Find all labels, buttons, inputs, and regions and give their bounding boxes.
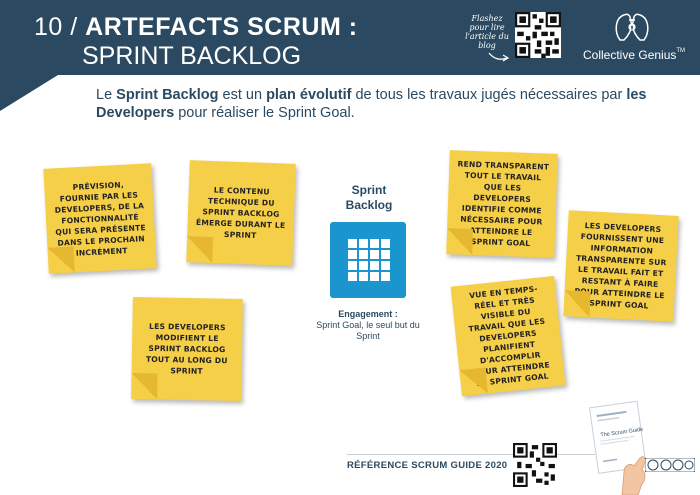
note-fold xyxy=(459,367,488,397)
sticky-note-contenu-technique: Le contenu technique du Sprint Backlog é… xyxy=(186,160,296,266)
sprint-backlog-title-line1: Sprint xyxy=(351,183,387,197)
grid-icon xyxy=(348,239,390,281)
brand-name: Collective GeniusTM xyxy=(583,48,685,62)
intro-paragraph: Le Sprint Backlog est un plan évolutif d… xyxy=(96,86,656,122)
footer-divider xyxy=(347,454,595,455)
intro-text: pour réaliser le Sprint Goal. xyxy=(174,105,355,121)
note-fold xyxy=(186,236,214,264)
note-fold xyxy=(47,246,75,274)
sticky-note-prevision: Prévision, fournie par les Developers, d… xyxy=(43,163,157,274)
blog-qr-code[interactable] xyxy=(515,12,561,58)
sprint-backlog-tile xyxy=(330,222,406,298)
commitment-label: Engagement : xyxy=(338,309,398,319)
scrum-guide-qr-code[interactable] xyxy=(513,443,557,487)
sprint-backlog-title-line2: Backlog xyxy=(345,198,393,212)
scrum-guide-booklet-illustration: The Scrum Guide xyxy=(588,400,647,495)
intro-bold-plan: plan évolutif xyxy=(266,87,352,103)
creative-commons-license-icon xyxy=(645,458,695,472)
note-fold xyxy=(563,290,591,318)
title-artefacts: ARTEFACTS SCRUM : xyxy=(85,13,358,41)
trademark: TM xyxy=(676,48,686,54)
sticky-note-transparent: Rend transparent tout le travail que les… xyxy=(446,150,558,258)
note-fold xyxy=(131,373,158,400)
brand-label: Collective Genius xyxy=(583,48,677,62)
section-number: 10 / xyxy=(34,13,78,41)
arrow-icon xyxy=(488,52,510,62)
qr-code-icon xyxy=(513,443,557,487)
intro-text: est un xyxy=(218,87,267,103)
page-title-line2: SPRINT BACKLOG xyxy=(82,42,302,70)
intro-text: de tous les travaux jugés nécessaires pa… xyxy=(351,87,627,103)
intro-text: Le xyxy=(96,87,117,103)
sticky-note-modifient: Les Developers modifient le Sprint Backl… xyxy=(131,297,243,401)
sticky-note-information: Les Developers fournissent une informati… xyxy=(563,210,679,322)
scrum-guide-title: The Scrum Guide xyxy=(600,427,644,439)
intro-bold-sprint-backlog: Sprint Backlog xyxy=(116,87,219,103)
sprint-backlog-title: Sprint Backlog xyxy=(322,183,416,213)
flash-qr-text: Flashez pour lire l'article du blog xyxy=(465,14,509,50)
sticky-note-text: Le contenu technique du Sprint Backlog é… xyxy=(195,185,286,241)
sticky-note-temps-reel: Vue en temps-réel et très visible du tra… xyxy=(450,275,566,397)
header-banner xyxy=(0,0,700,75)
page-title-line1: 10 / ARTEFACTS SCRUM : xyxy=(34,13,358,42)
collective-genius-logo-icon xyxy=(615,13,649,41)
header-notch xyxy=(0,75,58,111)
note-fold xyxy=(446,228,474,255)
qr-code-icon xyxy=(515,12,561,58)
commitment-text: Sprint Goal, le seul but du Sprint xyxy=(316,320,420,341)
scrum-guide-reference: RÉFÉRENCE SCRUM GUIDE 2020 xyxy=(347,460,508,471)
intro-bold-developers: les Developers xyxy=(96,87,647,121)
sticky-note-text: Les Developers modifient le Sprint Backl… xyxy=(145,321,228,376)
sprint-backlog-caption: Engagement : Sprint Goal, le seul but du… xyxy=(314,309,422,342)
